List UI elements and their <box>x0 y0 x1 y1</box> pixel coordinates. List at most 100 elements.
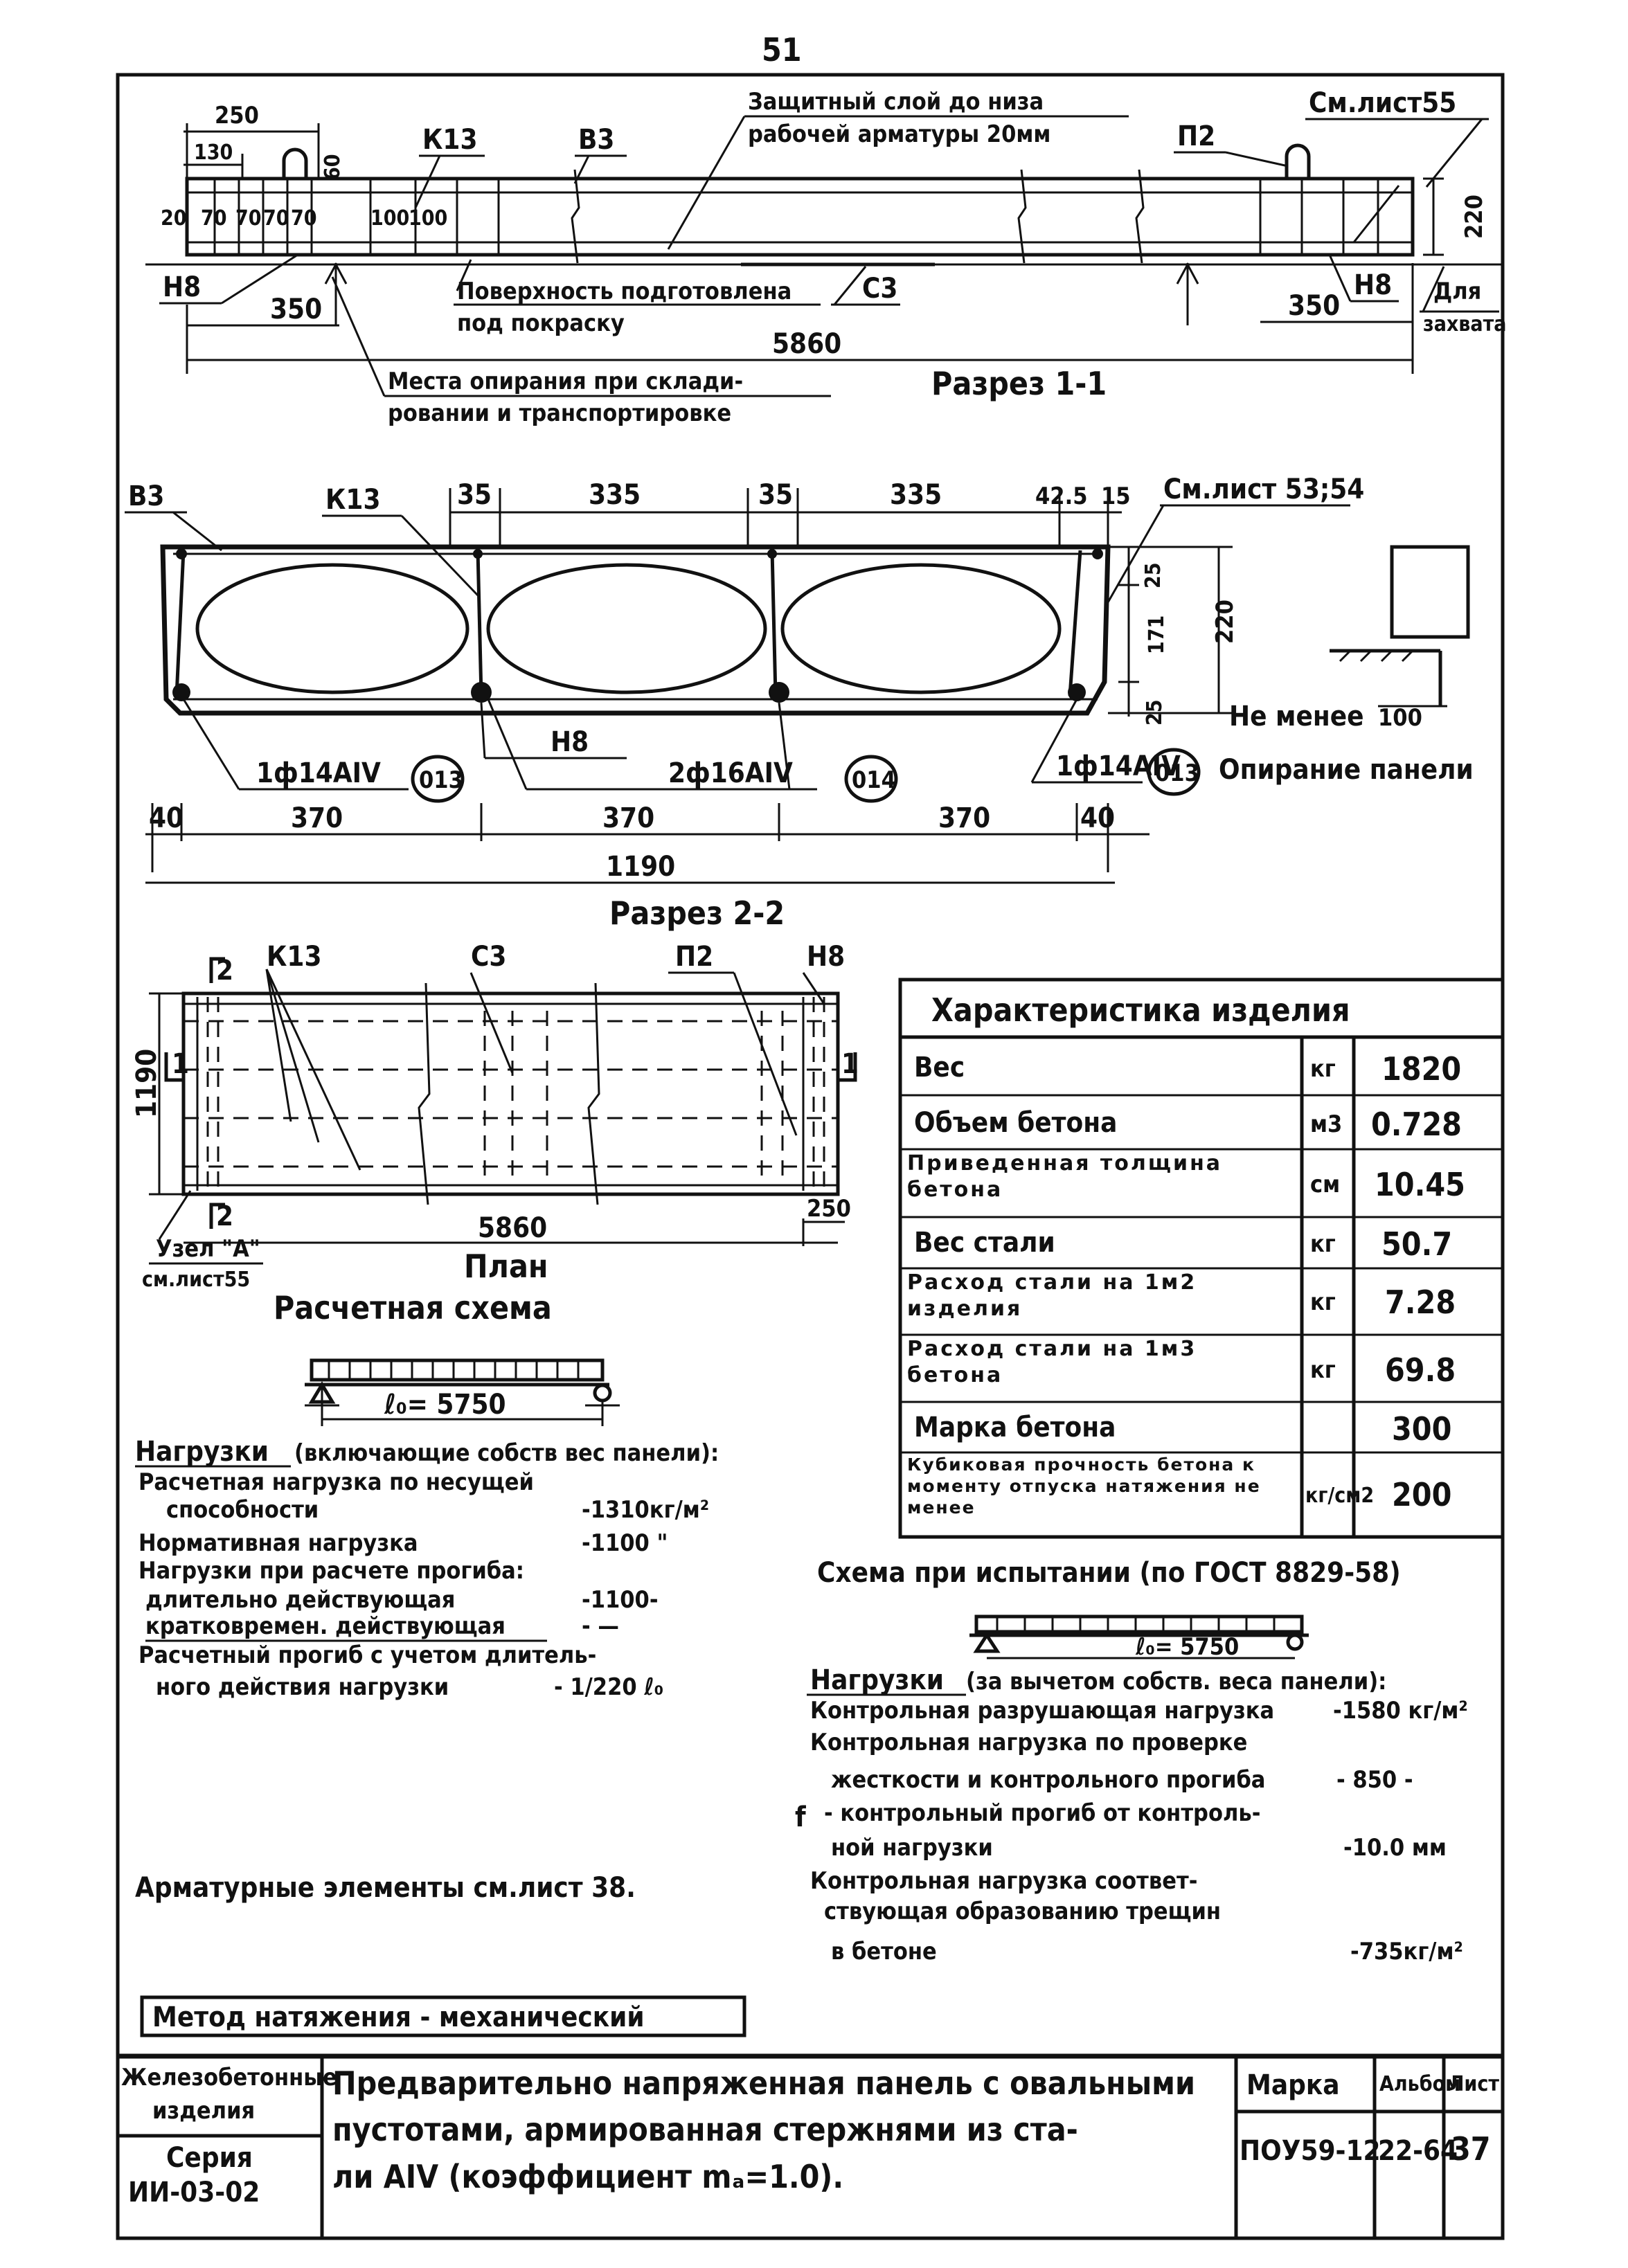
calc-line-4-label: длительно действующая <box>145 1586 455 1614</box>
test-loads-note: (за вычетом собств. веса панели): <box>966 1668 1386 1695</box>
rebar-mid-spec: 2ф16АIV <box>668 757 793 789</box>
mark-header: Марка <box>1246 2069 1340 2101</box>
rebar-elements-note: Арматурные элементы см.лист 38. <box>135 1872 636 1904</box>
plan-title: План <box>464 1248 548 1285</box>
rebar-left-spec: 1ф14АIV <box>256 757 381 789</box>
label-k13: К13 <box>422 124 478 156</box>
char-row-1-unit: м3 <box>1310 1110 1342 1138</box>
dim-70-2: 70 <box>235 206 262 231</box>
char-row-4-unit: кг <box>1310 1288 1336 1316</box>
test-line-0-value: -1580 кг/м² <box>1333 1697 1468 1725</box>
plan-label-k13: К13 <box>267 941 322 973</box>
node-a-line1: Узел "А" <box>156 1235 260 1263</box>
plan-width: 1190 <box>131 1049 163 1118</box>
dim-70-4: 70 <box>291 206 317 231</box>
support-note-line1: Места опирания при склади- <box>388 368 743 395</box>
char-row-concrete-volume: Объем бетона м3 0.728 <box>914 1106 1462 1143</box>
test-line-1-label: Контрольная нагрузка по проверке <box>810 1729 1247 1756</box>
dim-60: 60 <box>321 154 345 180</box>
mark-013-right: 013 <box>1155 759 1199 787</box>
plan-view: 2 2 К13 С3 П2 Н8 1 1 1190 5860 250 План … <box>131 941 859 1292</box>
dim-100b: 100 <box>409 206 447 231</box>
rebar-right-spec: 1ф14АIV <box>1056 750 1181 782</box>
char-row-3-name: Вес стали <box>914 1227 1055 1259</box>
dim-100: 100 <box>1378 704 1422 732</box>
section-1-1: 250 130 60 20 70 70 70 70 100 100 К13 В3… <box>145 87 1506 427</box>
protective-layer-line1: Защитный слой до низа <box>748 88 1044 116</box>
test-line-2-value: - 850 - <box>1336 1766 1413 1794</box>
char-row-steel-weight: Вес стали кг 50.7 <box>914 1225 1452 1263</box>
title-block: Железобетонные изделия Серия ИИ-03-02 Пр… <box>118 2053 1503 2238</box>
sheet-header: Лист <box>1449 2072 1499 2096</box>
tension-method-box <box>140 1995 746 2037</box>
label-v3: В3 <box>128 480 164 512</box>
char-row-1-value: 0.728 <box>1371 1106 1462 1143</box>
series-label: Серия <box>166 2142 253 2174</box>
for-grip-line2: захвата <box>1423 312 1506 336</box>
char-row-steel-per-m3: Расход стали на 1м3 бетона кг 69.8 <box>907 1337 1456 1389</box>
calc-line-0-label: Расчетная нагрузка по несущей <box>138 1468 534 1496</box>
characteristics-title: Характеристика изделия <box>931 991 1350 1029</box>
cut-2-bottom: 2 <box>216 1200 233 1232</box>
cut-1-left: 1 <box>172 1048 189 1080</box>
test-line-2-label: жесткости и контрольного прогиба <box>831 1766 1265 1794</box>
album-header: Альбом <box>1379 2072 1460 2096</box>
char-row-6-name: Марка бетона <box>914 1412 1116 1443</box>
calc-loads-header: Нагрузки <box>135 1436 269 1468</box>
char-row-7-unit: кг/см2 <box>1305 1484 1374 1508</box>
char-row-0-unit: кг <box>1310 1055 1336 1083</box>
section-2-2-title: Разрез 2-2 <box>609 894 785 932</box>
support-note-line2: ровании и транспортировке <box>388 399 731 427</box>
dim-40-left: 40 <box>149 802 184 834</box>
label-n8: Н8 <box>551 726 589 758</box>
char-row-3-unit: кг <box>1310 1230 1336 1258</box>
test-loads-header: Нагрузки <box>810 1664 944 1696</box>
plan-length: 5860 <box>478 1212 547 1244</box>
section-1-1-title: Разрез 1-1 <box>931 365 1107 402</box>
sheet-value: 37 <box>1451 2130 1491 2168</box>
dim-70-3: 70 <box>263 206 289 231</box>
dim-top-425: 42.5 <box>1035 483 1087 510</box>
test-line-6-label: ствующая образованию трещин <box>824 1898 1221 1925</box>
cut-2-top: 2 <box>216 955 233 987</box>
description-line3: ли АIV (коэффициент mₐ=1.0). <box>332 2158 843 2195</box>
rebar-left <box>172 683 190 701</box>
char-row-weight: Вес кг 1820 <box>914 1050 1461 1088</box>
test-line-7-label: в бетоне <box>831 1938 937 1965</box>
dim-25: 25 <box>1141 562 1165 588</box>
label-s3: С3 <box>862 273 897 305</box>
plan-dim-250: 250 <box>807 1195 851 1223</box>
calc-span: ℓ₀= 5750 <box>384 1389 506 1421</box>
calc-line-4-value: -1100- <box>582 1586 659 1614</box>
test-line-4-label: ной нагрузки <box>831 1834 993 1862</box>
for-grip-line1: Для <box>1433 278 1481 305</box>
dim-top-335a: 335 <box>589 479 641 511</box>
test-scheme-title: Схема при испытании (по ГОСТ 8829-58) <box>817 1557 1401 1589</box>
dim-370-1: 370 <box>291 802 343 834</box>
char-row-2-value: 10.45 <box>1375 1166 1465 1203</box>
char-row-7-name: Кубиковая прочность бетона к моменту отп… <box>907 1455 1261 1518</box>
char-row-5-value: 69.8 <box>1385 1351 1456 1389</box>
see-sheets-53-54: См.лист 53;54 <box>1163 474 1364 505</box>
dim-350-left: 350 <box>270 294 322 325</box>
label-k13: К13 <box>325 484 381 516</box>
test-line-0-label: Контрольная разрушающая нагрузка <box>810 1697 1274 1725</box>
dim-130: 130 <box>194 141 233 165</box>
plan-label-n8: Н8 <box>807 941 845 973</box>
dim-top-15: 15 <box>1101 483 1131 510</box>
label-p2: П2 <box>1177 120 1215 152</box>
series-value: ИИ-03-02 <box>128 2177 260 2208</box>
dim-70-1: 70 <box>201 206 227 231</box>
dim-250: 250 <box>215 102 259 129</box>
dim-100a: 100 <box>370 206 409 231</box>
char-row-2-unit: см <box>1310 1171 1340 1198</box>
panel-support-label: Опирание панели <box>1219 754 1474 786</box>
dim-370-3: 370 <box>938 802 990 834</box>
char-row-steel-per-m2: Расход стали на 1м2 изделия кг 7.28 <box>907 1270 1456 1321</box>
mark-value: ПОУ59-12 <box>1240 2135 1381 2167</box>
calc-line-2-label: Нормативная нагрузка <box>138 1529 418 1557</box>
rebar-right <box>1068 683 1086 701</box>
section-2-2: В3 К13 35 335 35 335 42.5 15 См.лист 53;… <box>125 474 1474 932</box>
description-line1: Предварительно напряженная панель с овал… <box>332 2064 1195 2102</box>
f-symbol: f <box>795 1801 806 1833</box>
